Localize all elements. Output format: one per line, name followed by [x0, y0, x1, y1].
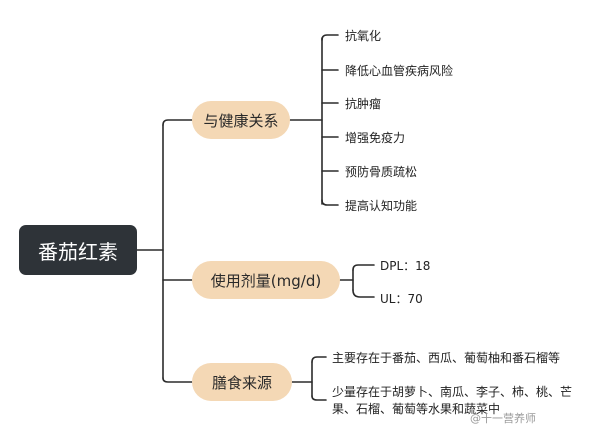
link-leaf-2-1	[352, 264, 375, 271]
leaf-main-sources: 主要存在于番茄、西瓜、葡萄柚和番石榴等	[332, 351, 561, 365]
leaf-antitumor: 抗肿瘤	[345, 97, 382, 111]
branch-node-dosage: 使用剂量(mg/d)	[192, 261, 340, 299]
link-leaf-1-1	[321, 34, 339, 41]
root-node: 番茄红素	[19, 225, 137, 275]
leaf-osteoporosis: 预防骨质疏松	[345, 165, 418, 179]
link-leaf-3-1	[311, 356, 327, 363]
leaf-dpl: DPL：18	[380, 259, 431, 273]
link-leaf-1-6	[321, 199, 339, 206]
leaf-antioxidant: 抗氧化	[345, 29, 382, 43]
link-leaf-3-2	[311, 395, 327, 401]
link-branch-1	[162, 119, 193, 126]
leaf-immunity: 增强免疫力	[345, 131, 406, 145]
leaf-minor-sources: 少量存在于胡萝卜、南瓜、李子、柿、桃、芒果、石榴、葡萄等水果和蔬菜中	[332, 385, 573, 416]
leaf-ul: UL：70	[380, 292, 423, 306]
leaf-cognition: 提高认知功能	[345, 199, 418, 213]
branch-node-sources: 膳食来源	[192, 363, 292, 401]
branch-node-health: 与健康关系	[192, 101, 290, 139]
link-branch-3	[162, 377, 193, 383]
link-leaf-2-2	[352, 289, 375, 298]
watermark: @十一营养师	[470, 412, 536, 425]
leaf-cardiovascular: 降低心血管疾病风险	[345, 64, 454, 78]
